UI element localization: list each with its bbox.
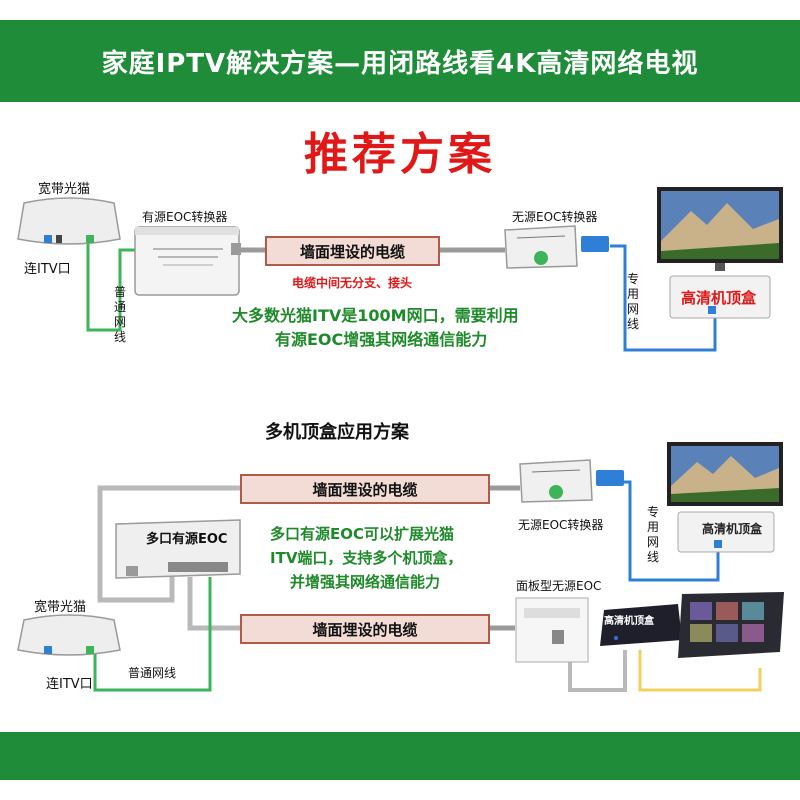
wall-cable-box-bottom-2: 墙面埋设的电缆 (240, 614, 490, 644)
dedicated-cable-label-bottom: 专用网线 (646, 505, 659, 564)
set-top-box-bottom (677, 511, 775, 553)
panel-passive-eoc (515, 597, 589, 663)
wall-cable-box-top: 墙面埋设的电缆 (265, 236, 440, 266)
normal-network-cable-top (86, 240, 135, 332)
recommended-scheme-heading: 推荐方案 (304, 129, 496, 180)
optical-modem-bottom (17, 614, 121, 656)
wall-cable-label-top: 墙面埋设的电缆 (299, 242, 405, 261)
cable-note: 电缆中间无分支、接头 (292, 276, 413, 290)
dedicated-network-cable-top (610, 244, 717, 352)
modem-label-top: 宽带光猫 (38, 182, 91, 197)
modem-label-bottom: 宽带光猫 (34, 600, 87, 615)
passive-eoc-label-bottom: 无源EOC转换器 (518, 518, 604, 532)
active-eoc-converter (134, 226, 241, 296)
stb-label-top: 高清机顶盒 (681, 289, 757, 307)
passive-eoc-label-top: 无源EOC转换器 (512, 210, 598, 224)
coax-cable-upper-loop (97, 485, 240, 603)
itv-port-label-top: 连ITV口 (24, 262, 71, 277)
bottom-note-line-3: 并增强其网络通信能力 (290, 573, 441, 591)
panel-eoc-label: 面板型无源EOC (516, 579, 602, 593)
normal-cable-label-bottom: 普通网线 (128, 666, 177, 680)
dedicated-cable-label-top: 专用网线 (626, 272, 639, 331)
tv-top (657, 187, 783, 271)
multi-port-eoc (115, 519, 241, 579)
passive-eoc-converter-bottom (519, 459, 624, 503)
passive-eoc-converter-top (504, 225, 609, 269)
tv-dark (678, 592, 784, 658)
wall-cable-label-bottom-1: 墙面埋设的电缆 (312, 480, 418, 499)
set-top-box-small (600, 604, 682, 646)
title-banner: 家庭IPTV解决方案—用闭路线看4K高清网络电视 (0, 20, 800, 102)
tv-bottom (667, 442, 783, 506)
multi-stb-heading: 多机顶盒应用方案 (265, 422, 409, 443)
active-eoc-label: 有源EOC转换器 (142, 210, 228, 224)
top-note-line-1: 大多数光猫ITV是100M网口，需要利用 (232, 306, 519, 325)
coax-cable-lower-loop (187, 577, 240, 631)
wall-cable-box-bottom-1: 墙面埋设的电缆 (240, 474, 490, 504)
wall-cable-label-bottom-2: 墙面埋设的电缆 (312, 620, 418, 639)
dedicated-network-cable-bottom (615, 480, 720, 582)
stb-label-bottom: 高清机顶盒 (702, 522, 763, 536)
itv-port-label-bottom: 连ITV口 (46, 677, 93, 692)
panel-to-stb-cable (568, 650, 627, 692)
normal-network-cable-bottom (93, 577, 212, 692)
bottom-note-line-1: 多口有源EOC可以扩展光猫 (270, 525, 455, 543)
set-top-box-top (669, 275, 771, 319)
top-note-line-2: 有源EOC增强其网络通信能力 (275, 330, 488, 349)
av-cable (638, 650, 762, 692)
normal-cable-label-top: 普通网线 (113, 285, 126, 344)
bottom-note-line-2: ITV端口，支持多个机顶盒， (270, 549, 463, 567)
page-title: 家庭IPTV解决方案—用闭路线看4K高清网络电视 (101, 48, 699, 79)
multi-eoc-label: 多口有源EOC (146, 532, 228, 547)
footer-bar (0, 732, 800, 780)
optical-modem-top (17, 197, 121, 245)
stb-label-small: 高清机顶盒 (604, 616, 654, 627)
